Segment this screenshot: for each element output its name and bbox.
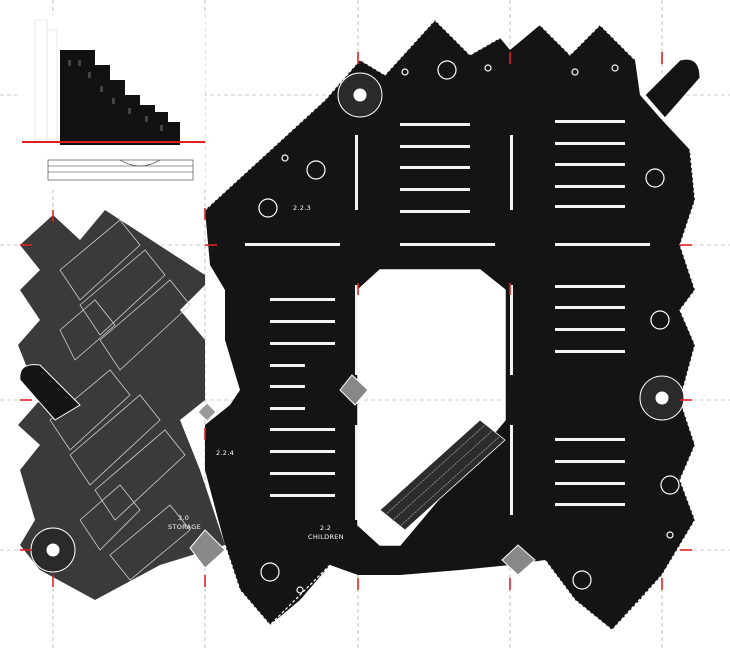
seating-clusters bbox=[258, 60, 680, 594]
label-children-number: 2.2 bbox=[320, 524, 331, 532]
bookshelves bbox=[245, 120, 650, 520]
label-storage-name: STORAGE bbox=[168, 523, 201, 531]
storage-wing bbox=[18, 210, 225, 600]
label-room-2-2-3: 2.2.3 bbox=[293, 204, 311, 212]
spiral-stairs bbox=[30, 72, 685, 573]
stair-towers bbox=[19, 58, 701, 421]
label-room-2-2-4: 2.2.4 bbox=[216, 449, 234, 457]
door-markers bbox=[20, 52, 692, 590]
stair-boxes bbox=[189, 374, 536, 576]
section-inset bbox=[20, 15, 205, 190]
label-storage-number: 3.0 bbox=[178, 514, 189, 522]
label-children-name: CHILDREN bbox=[308, 533, 344, 541]
main-floor bbox=[205, 20, 695, 630]
escalator-ramp bbox=[379, 419, 506, 531]
outer-walls bbox=[204, 19, 696, 631]
storage-racks bbox=[49, 219, 191, 581]
atrium-edges bbox=[357, 269, 506, 546]
